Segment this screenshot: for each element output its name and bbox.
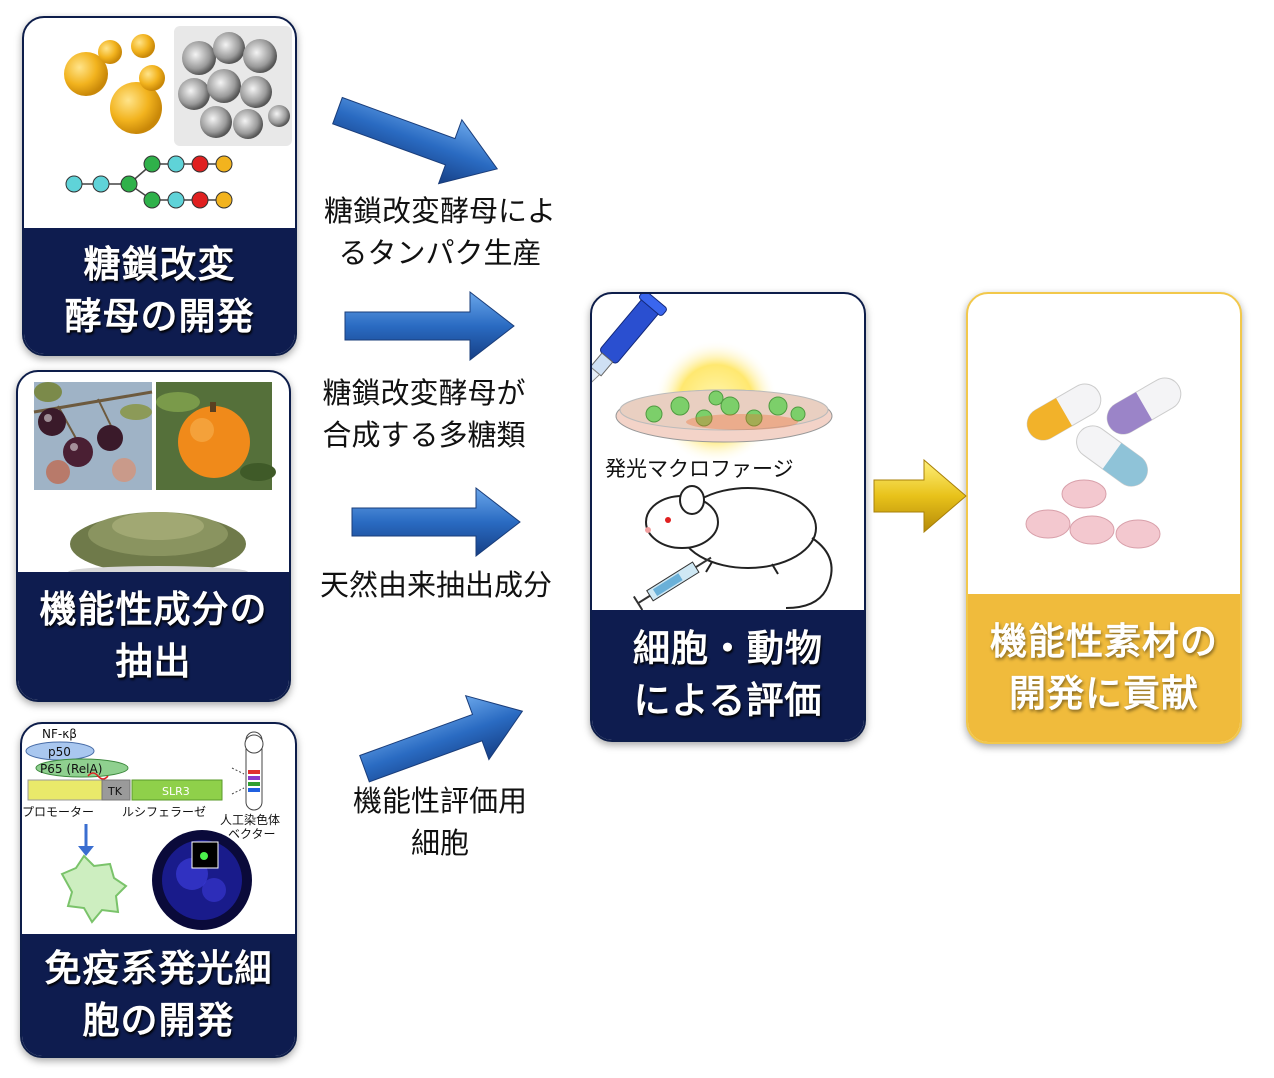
- macrophage-label: 発光マクロファージ: [605, 457, 794, 481]
- caption4-line1: 機能性評価用: [352, 784, 527, 818]
- yeast-label-line2: 酵母の開発: [64, 295, 255, 338]
- evaluation-label-line1: 細胞・動物: [633, 627, 823, 670]
- arrow-natural-extract: [351, 486, 521, 558]
- caption-polysaccharides: 糖鎖改変酵母が 合成する多糖類: [284, 372, 564, 456]
- p50-text: p50: [48, 745, 71, 759]
- result-label-line2: 開発に貢献: [1009, 672, 1199, 715]
- evaluation-box: 発光マクロファージ 細胞・動物 による評価: [590, 292, 866, 742]
- extraction-label-line2: 抽出: [115, 640, 192, 683]
- caption1-line1: 糖鎖改変酵母によ: [323, 194, 556, 228]
- yeast-development-box: 糖鎖改変 酵母の開発: [22, 16, 297, 356]
- yeast-box-label: 糖鎖改変 酵母の開発: [24, 228, 295, 354]
- immune-label-line1: 免疫系発光細: [44, 947, 273, 990]
- promoter-text: プロモーター: [22, 805, 94, 819]
- extraction-box: 機能性成分の 抽出: [16, 370, 291, 702]
- yeast-illustration: [64, 26, 292, 209]
- result-label-line1: 機能性素材の: [990, 620, 1218, 663]
- extraction-label-line1: 機能性成分の: [39, 588, 268, 631]
- slr3-text: SLR3: [162, 785, 190, 798]
- caption-evaluation-cells: 機能性評価用 細胞: [300, 780, 580, 864]
- reporter-construct-illustration: NF-κβ p50 P65 (RelA) TK SLR3 プロモーター ルシフェ…: [22, 727, 280, 930]
- caption-protein-production: 糖鎖改変酵母によ るタンパク生産: [300, 190, 580, 274]
- p65-text: P65 (RelA): [40, 762, 102, 776]
- caption4-line2: 細胞: [410, 826, 469, 860]
- luciferase-text: ルシフェラーゼ: [122, 805, 206, 819]
- extraction-box-label: 機能性成分の 抽出: [18, 572, 289, 700]
- arrow-yeast-protein: [332, 96, 499, 185]
- vector-text-line1: 人工染色体: [220, 812, 280, 827]
- evaluation-box-label: 細胞・動物 による評価: [592, 610, 864, 740]
- arrow-to-result: [873, 458, 967, 534]
- evaluation-label-line2: による評価: [633, 679, 823, 722]
- caption2-line1: 糖鎖改変酵母が: [322, 376, 526, 410]
- result-box-label: 機能性素材の 開発に貢献: [968, 594, 1240, 742]
- vector-text-line2: ベクター: [228, 827, 276, 841]
- immune-box-label: 免疫系発光細 胞の開発: [22, 934, 295, 1056]
- caption2-line2: 合成する多糖類: [322, 418, 526, 452]
- macrophage-mouse-illustration: 発光マクロファージ: [592, 294, 833, 611]
- yeast-label-line1: 糖鎖改変: [83, 243, 236, 286]
- immune-cell-box: NF-κβ p50 P65 (RelA) TK SLR3 プロモーター ルシフェ…: [20, 722, 297, 1058]
- plant-material-illustration: [33, 382, 276, 577]
- caption3-line1: 天然由来抽出成分: [319, 568, 552, 602]
- functional-material-box: 機能性素材の 開発に貢献: [966, 292, 1242, 744]
- caption1-line2: るタンパク生産: [338, 236, 542, 270]
- capsules-tablets-illustration: [1025, 377, 1182, 549]
- caption-natural-extract: 天然由来抽出成分: [296, 564, 576, 606]
- nfkb-text: NF-κβ: [42, 727, 77, 741]
- tk-text: TK: [107, 785, 123, 798]
- arrow-yeast-polysaccharide: [344, 290, 515, 362]
- immune-label-line2: 胞の開発: [82, 999, 235, 1042]
